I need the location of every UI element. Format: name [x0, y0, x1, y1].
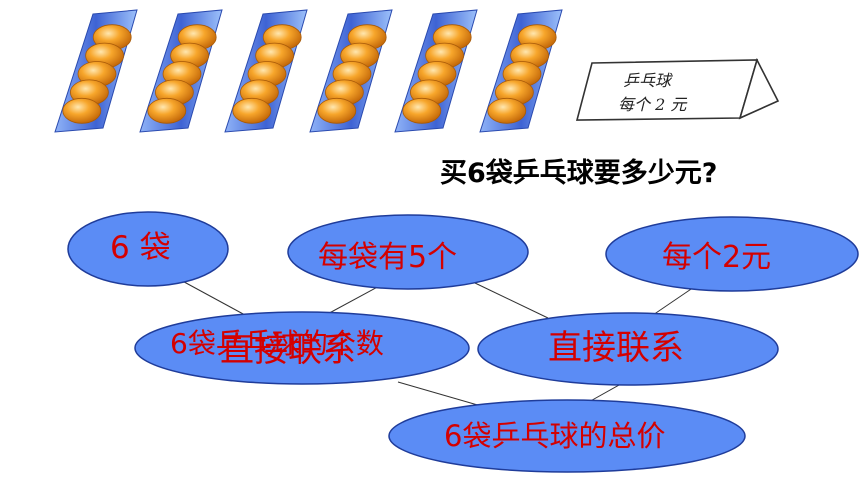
label-direct-link: 直接联系 — [548, 328, 684, 368]
ellipse-unit-price — [605, 216, 859, 292]
label-bag-count: 6袋乒乓球的个数 — [170, 327, 384, 360]
ping-pong-ball — [232, 97, 272, 124]
ping-pong-bag — [224, 9, 308, 133]
connector-count-to-total — [397, 381, 489, 409]
ping-pong-ball — [62, 97, 102, 124]
ping-pong-ball — [147, 97, 187, 124]
ellipse-count — [134, 311, 470, 385]
price-card-price: 每个 2 元 — [618, 95, 687, 114]
price-card-item: 乒乓球 — [623, 71, 672, 90]
label-direct-link-overlap: 直接联系 — [220, 330, 356, 370]
label-per-bag: 每袋有5个 — [318, 240, 458, 275]
label-total-price: 6袋乒乓球的总价 — [444, 419, 666, 453]
connector-bags-to-count — [174, 276, 246, 316]
ping-pong-ball — [317, 97, 357, 124]
ellipse-direct-right — [477, 312, 779, 386]
ellipse-bags — [67, 211, 229, 287]
ping-pong-bag — [309, 9, 393, 133]
ping-pong-bag — [394, 9, 478, 133]
ping-pong-bag — [479, 9, 563, 133]
label-bags: 6 袋 — [110, 230, 171, 266]
ping-pong-ball — [487, 97, 527, 124]
ping-pong-ball — [402, 97, 442, 124]
question-text: 买6袋乒乓球要多少元? — [440, 158, 718, 189]
ping-pong-bag — [139, 9, 223, 133]
connector-perbag-to-direct — [474, 282, 549, 319]
ping-pong-bag — [54, 9, 138, 133]
connector-perbag-to-count — [321, 282, 386, 318]
ellipse-total — [388, 399, 746, 473]
ellipse-per-bag — [287, 214, 529, 290]
price-card — [575, 57, 780, 121]
ping-pong-bags — [54, 9, 563, 133]
label-unit-price: 每个2元 — [662, 240, 772, 275]
